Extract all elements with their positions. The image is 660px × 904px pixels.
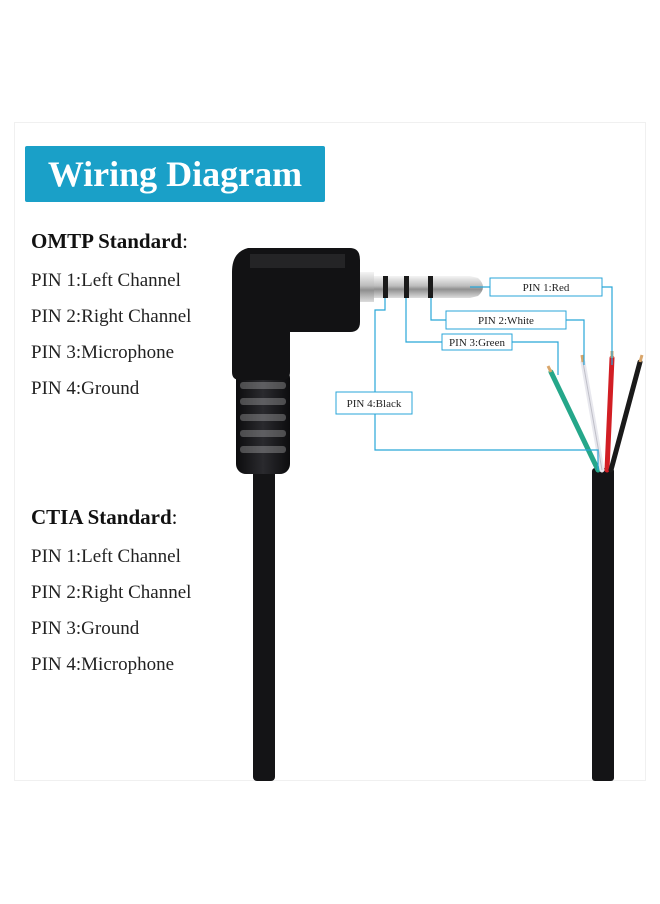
title-banner: Wiring Diagram (25, 146, 325, 202)
leader-lines (374, 286, 613, 470)
omtp-heading: OMTP Standard: (31, 229, 188, 253)
ctia-pin-4: PIN 4:Microphone (31, 654, 175, 675)
omtp-pin-2: PIN 2:Right Channel (31, 306, 192, 327)
trrs-connector (360, 272, 483, 302)
strain-relief (236, 368, 290, 474)
ctia-heading: CTIA Standard: (31, 505, 178, 529)
pin-4-label-box: PIN 4:Black (335, 391, 413, 415)
plug-cable (253, 455, 275, 781)
pin-2-label-box: PIN 2:White (445, 310, 567, 330)
omtp-heading-text: OMTP Standard (31, 229, 183, 253)
pin-1-label: PIN 1:Red (523, 282, 570, 294)
pin-1-label-box: PIN 1:Red (489, 277, 603, 297)
exposed-wires (546, 351, 644, 473)
diagram-panel (15, 123, 645, 780)
wire-cable (592, 468, 614, 781)
pin-2-label: PIN 2:White (478, 315, 534, 327)
ctia-pin-1: PIN 1:Left Channel (31, 546, 181, 567)
ctia-heading-text: CTIA Standard (31, 505, 172, 529)
omtp-pin-1: PIN 1:Left Channel (31, 270, 181, 291)
plug-body (232, 248, 360, 380)
pin-4-label: PIN 4:Black (347, 398, 402, 410)
omtp-pin-4: PIN 4:Ground (31, 378, 140, 399)
diagram-title: Wiring Diagram (47, 154, 303, 194)
ctia-pin-3: PIN 3:Ground (31, 618, 140, 639)
ctia-pin-2: PIN 2:Right Channel (31, 582, 192, 603)
pin-3-label: PIN 3:Green (449, 337, 505, 349)
omtp-pin-3: PIN 3:Microphone (31, 342, 175, 363)
pin-3-label-box: PIN 3:Green (441, 333, 513, 351)
